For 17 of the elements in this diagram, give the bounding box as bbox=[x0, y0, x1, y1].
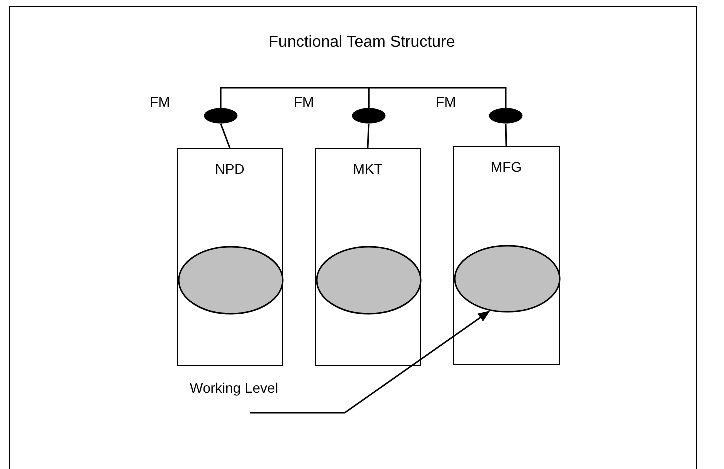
connector-line bbox=[367, 124, 370, 148]
department-label: NPD bbox=[214, 161, 246, 177]
department-column bbox=[315, 148, 421, 366]
role-label: FM bbox=[294, 94, 314, 110]
diagram-title: Functional Team Structure bbox=[268, 34, 456, 51]
role-label: FM bbox=[150, 94, 170, 110]
connector-line bbox=[505, 124, 508, 146]
department-label: MKT bbox=[352, 161, 384, 177]
connector-line bbox=[368, 87, 507, 108]
callout-text: Working Level bbox=[190, 380, 278, 396]
leader-arrow bbox=[250, 310, 490, 414]
department-column bbox=[177, 148, 283, 366]
connector-line bbox=[220, 87, 370, 108]
department-label: MFG bbox=[490, 159, 524, 175]
department-column bbox=[453, 146, 560, 365]
connector-line bbox=[220, 124, 231, 148]
role-label: FM bbox=[436, 94, 456, 110]
